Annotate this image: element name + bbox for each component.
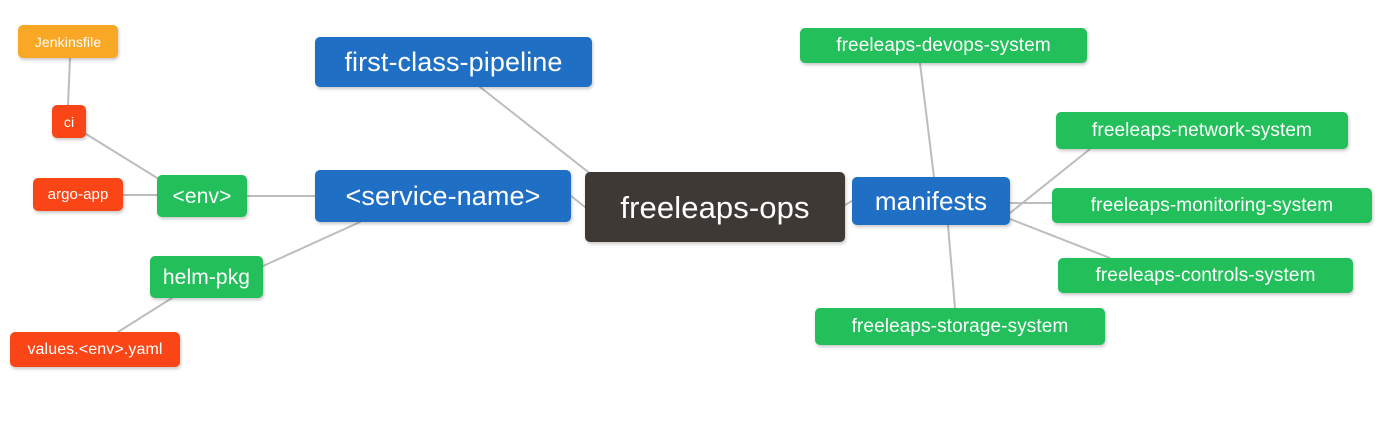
node-label-freeleaps-storage-system: freeleaps-storage-system bbox=[851, 316, 1069, 337]
edge-manifests-devops bbox=[919, 62, 935, 178]
edge-env-ci bbox=[85, 133, 163, 182]
mindmap-node-env[interactable]: <env> bbox=[157, 175, 247, 217]
mindmap-node-freeleaps-monitoring-system[interactable]: freeleaps-monitoring-system bbox=[1052, 188, 1372, 223]
node-label-freeleaps-monitoring-system: freeleaps-monitoring-system bbox=[1090, 195, 1334, 216]
node-label-argo-app: argo-app bbox=[47, 186, 109, 203]
mindmap-node-service-name[interactable]: <service-name> bbox=[315, 170, 571, 222]
edge-manifests-storage bbox=[947, 224, 956, 309]
mindmap-node-freeleaps-storage-system[interactable]: freeleaps-storage-system bbox=[815, 308, 1105, 345]
edge-helm-pkg-values bbox=[117, 297, 173, 333]
node-label-values-env-yaml: values.<env>.yaml bbox=[27, 340, 163, 358]
node-label-ci: ci bbox=[63, 113, 75, 130]
mindmap-node-first-class-pipeline[interactable]: first-class-pipeline bbox=[315, 37, 592, 87]
mindmap-node-helm-pkg[interactable]: helm-pkg bbox=[150, 256, 263, 298]
mindmap-node-values-env-yaml[interactable]: values.<env>.yaml bbox=[10, 332, 180, 367]
mindmap-node-argo-app[interactable]: argo-app bbox=[33, 178, 123, 211]
node-label-freeleaps-devops-system: freeleaps-devops-system bbox=[836, 35, 1051, 56]
mindmap-node-manifests[interactable]: manifests bbox=[852, 177, 1010, 225]
mindmap-node-freeleaps-network-system[interactable]: freeleaps-network-system bbox=[1056, 112, 1348, 149]
edge-ci-jenkinsfile bbox=[67, 57, 71, 106]
node-label-env: <env> bbox=[172, 184, 232, 208]
node-label-first-class-pipeline: first-class-pipeline bbox=[344, 46, 563, 77]
edge-ops-service-name bbox=[570, 195, 586, 208]
mindmap-node-freeleaps-controls-system[interactable]: freeleaps-controls-system bbox=[1058, 258, 1353, 293]
edge-manifests-controls bbox=[1009, 218, 1111, 259]
node-label-service-name: <service-name> bbox=[345, 180, 541, 211]
node-label-freeleaps-ops: freeleaps-ops bbox=[620, 189, 810, 225]
node-label-helm-pkg: helm-pkg bbox=[162, 265, 251, 289]
node-label-jenkinsfile: Jenkinsfile bbox=[34, 33, 102, 50]
node-label-manifests: manifests bbox=[874, 186, 988, 216]
edge-ops-first-class-pipeline bbox=[479, 86, 593, 176]
edge-ops-manifests bbox=[844, 200, 853, 206]
edge-service-name-helm-pkg bbox=[262, 221, 361, 267]
mindmap-node-jenkinsfile[interactable]: Jenkinsfile bbox=[18, 25, 118, 58]
mindmap-node-freeleaps-ops[interactable]: freeleaps-ops bbox=[585, 172, 845, 242]
mindmap-node-ci[interactable]: ci bbox=[52, 105, 86, 138]
node-label-freeleaps-controls-system: freeleaps-controls-system bbox=[1095, 265, 1316, 286]
node-label-freeleaps-network-system: freeleaps-network-system bbox=[1092, 120, 1312, 141]
mindmap-node-freeleaps-devops-system[interactable]: freeleaps-devops-system bbox=[800, 28, 1087, 63]
